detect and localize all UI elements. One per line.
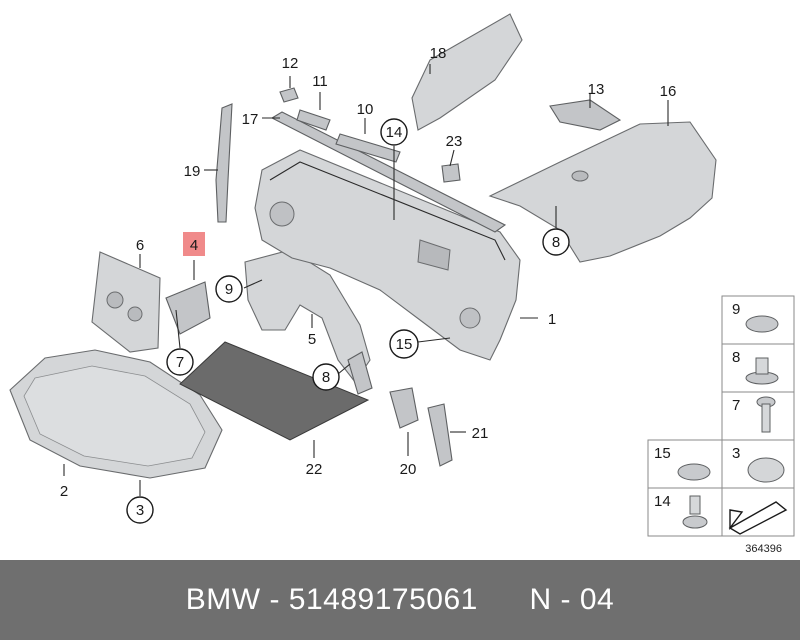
part-18-insulation [411, 13, 523, 131]
exploded-parts-diagram: 12 11 10 17 14 23 18 13 16 8 19 6 4 9 7 … [9, 13, 795, 555]
callout-15: 15 [396, 336, 413, 353]
expansion-nut-8-body-icon [755, 357, 769, 375]
callout-16: 16 [660, 83, 677, 100]
part-20-bracket [389, 387, 419, 429]
callout-8-left: 8 [322, 369, 330, 386]
part-2-underbody-shield [9, 349, 223, 479]
part-19-seal [215, 103, 233, 223]
callout-4: 4 [190, 237, 198, 254]
rivet-7-shaft-icon [761, 403, 771, 433]
callout-23: 23 [446, 133, 463, 150]
callout-ring-7 [166, 348, 194, 376]
footer-brand: BMW [185, 583, 261, 616]
leader-lines [63, 64, 669, 496]
diagram-id: 364396 [745, 543, 782, 555]
part-10-trim [335, 133, 401, 163]
callout-ring-8-left [312, 363, 340, 391]
callout-4-highlight [183, 232, 205, 256]
callout-17: 17 [242, 111, 259, 128]
footer-caption: BMW - 51489175061 N - 04 [0, 560, 800, 640]
callout-13: 13 [588, 81, 605, 98]
callout-labels: 12 11 10 17 14 23 18 13 16 8 19 6 4 9 7 … [60, 45, 677, 524]
part-4-bracket [165, 281, 211, 335]
callout-19: 19 [184, 163, 201, 180]
callout-1: 1 [548, 311, 556, 328]
fastener-label-15: 15 [654, 445, 671, 462]
part-21-bracket [427, 403, 453, 467]
footer-part-number: 51489175061 [288, 583, 478, 616]
clip-14-body-icon [689, 495, 701, 515]
callout-ring-15 [389, 329, 419, 359]
callout-20: 20 [400, 461, 417, 478]
footer-separator: - [269, 583, 280, 616]
forward-direction-arrow-icon [728, 501, 788, 535]
fastener-label-9: 9 [732, 301, 740, 318]
callout-22: 22 [306, 461, 323, 478]
callout-12: 12 [282, 55, 299, 72]
clip-14-base-icon [682, 515, 708, 529]
callout-18: 18 [430, 45, 447, 62]
footer-bar: BMW - 51489175061 N - 04 [0, 560, 800, 640]
fastener-cell-15 [647, 439, 723, 489]
callout-9: 9 [225, 281, 233, 298]
callout-2: 2 [60, 483, 68, 500]
clip-15-icon [677, 463, 711, 481]
callout-5: 5 [308, 331, 316, 348]
callout-10: 10 [357, 101, 374, 118]
fastener-label-3: 3 [732, 445, 740, 462]
callout-ring-3 [126, 496, 154, 524]
part-23-block [441, 163, 461, 183]
callout-3: 3 [136, 502, 144, 519]
callout-14: 14 [386, 124, 403, 141]
fastener-label-8: 8 [732, 349, 740, 366]
callout-8-right: 8 [552, 234, 560, 251]
part-13-bracket [549, 99, 622, 131]
footer-position: N - 04 [529, 583, 615, 616]
part-5-wheelhouse-panel [244, 249, 371, 383]
plug-3-icon [747, 457, 785, 483]
callout-ring-8-right [542, 228, 570, 256]
forward-direction-arrowhead-icon [729, 509, 744, 531]
callout-7: 7 [176, 354, 184, 371]
part-16-tunnel-insulation [488, 121, 717, 263]
callout-6: 6 [136, 237, 144, 254]
part-1-bulkhead [254, 149, 521, 361]
callout-11: 11 [312, 73, 328, 90]
callout-ring-9 [215, 275, 243, 303]
fastener-label-14: 14 [654, 493, 671, 510]
callout-21: 21 [472, 425, 489, 442]
part-12-clip [279, 87, 299, 103]
part-11-trim [296, 109, 331, 131]
fastener-reference-panel: 9 8 7 15 3 14 364396 [647, 295, 795, 555]
part-6-panel [91, 251, 161, 353]
part-8-bracket [347, 351, 373, 395]
part-17-cowl-strip [270, 111, 507, 233]
callout-ring-14 [380, 118, 408, 146]
fastener-label-7: 7 [732, 397, 740, 414]
fastener-cell-14 [647, 487, 723, 537]
clip-9-icon [745, 315, 779, 333]
